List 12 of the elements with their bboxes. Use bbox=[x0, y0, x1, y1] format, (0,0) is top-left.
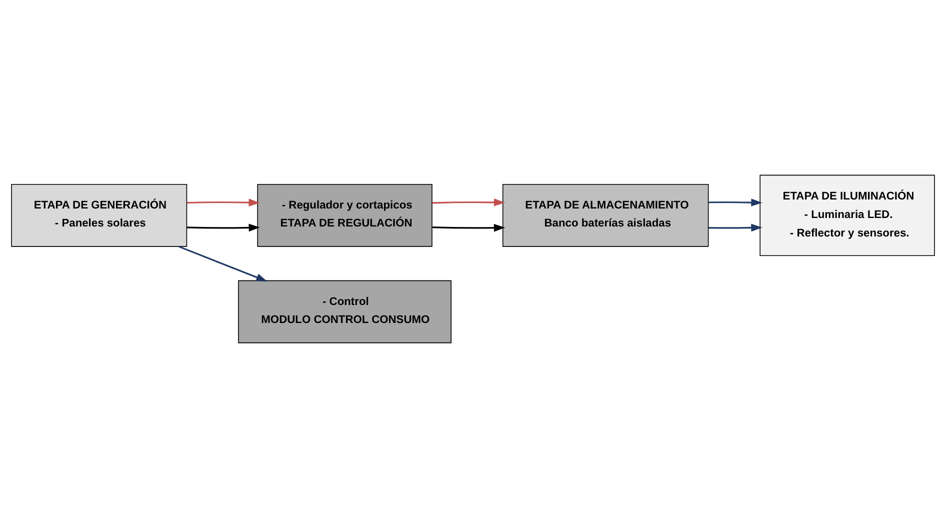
arrow bbox=[178, 246, 268, 282]
arrow bbox=[708, 198, 762, 206]
arrow bbox=[432, 198, 506, 206]
arrow bbox=[708, 224, 762, 232]
node-box: - Regulador y cortapicos ETAPA DE REGULACIÓN bbox=[257, 184, 432, 247]
node-box: ETAPA DE ALMACENAMIENTO Banco baterías aisladas bbox=[502, 184, 709, 247]
arrow bbox=[186, 198, 260, 206]
node-box: ETAPA DE GENERACIÓN - Paneles solares bbox=[11, 184, 188, 247]
arrow bbox=[432, 224, 506, 232]
node-box: ETAPA DE ILUMINACIÓN - Luminaria LED. - Reflector y sensores. bbox=[760, 174, 935, 256]
node-box: - Control MODULO CONTROL CONSUMO bbox=[238, 280, 452, 344]
arrow bbox=[186, 224, 260, 232]
